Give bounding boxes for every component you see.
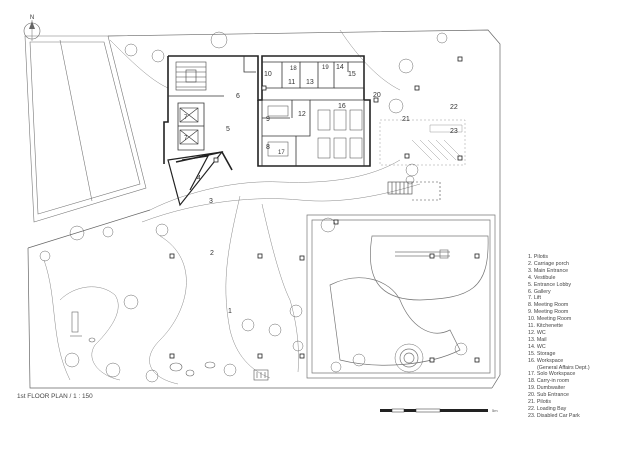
parking-area xyxy=(306,214,496,379)
room-number-11: 11 xyxy=(288,79,295,86)
columns xyxy=(169,56,480,363)
legend-item: 18. Carry-in room xyxy=(528,378,570,385)
interior-stair xyxy=(175,61,207,91)
room-number-9: 9 xyxy=(266,116,270,123)
legend-item: 5. Entrance Lobby xyxy=(528,281,571,288)
loading-bay xyxy=(379,119,466,166)
legend-item: 10. Meeting Room xyxy=(528,316,572,323)
legend-item: 17. Solo Workspace xyxy=(528,371,576,378)
room-number-3: 3 xyxy=(209,198,213,205)
sports-field xyxy=(24,35,147,223)
north-arrow-icon: N xyxy=(23,15,41,41)
legend-item: 4. Vestibule xyxy=(528,274,556,281)
legend-item: 6. Gallery xyxy=(528,288,551,295)
room-number-22: 22 xyxy=(450,104,458,111)
room-number-14: 14 xyxy=(336,64,344,71)
plaque xyxy=(253,369,269,381)
room-number-16: 16 xyxy=(338,103,346,110)
scale-bar: 5m xyxy=(380,408,498,413)
garden-paths xyxy=(43,29,421,385)
legend-item: 13. Mail xyxy=(528,336,547,343)
legend-item: 11. Kitchenette xyxy=(528,323,563,330)
drawing-caption: 1st FLOOR PLAN / 1 : 150 xyxy=(17,393,93,400)
legend-item: 14. WC xyxy=(528,343,546,350)
interior-partitions xyxy=(168,56,365,166)
room-number-2: 2 xyxy=(210,250,214,257)
room-number-23: 23 xyxy=(450,128,458,135)
room-number-15: 15 xyxy=(348,71,356,78)
lift-shafts xyxy=(179,107,199,145)
legend-item: 16. Workspace xyxy=(528,357,564,364)
entrance-vestibule xyxy=(167,151,224,207)
legend-list: 1. Pilotis 2. Carriage porch 3. Main Ent… xyxy=(528,254,632,420)
room-number-5: 5 xyxy=(226,126,230,133)
legend-item: 3. Main Entrance xyxy=(528,267,569,274)
legend-item: 9. Meeting Room xyxy=(528,309,569,316)
room-number-10: 10 xyxy=(264,71,272,78)
exterior-stair xyxy=(387,181,441,201)
legend-item: 21. Pilotis xyxy=(528,399,551,406)
north-label: N xyxy=(30,15,34,21)
legend-item: 19. Dumbwaiter xyxy=(528,385,566,392)
legend-item: 7. Lift xyxy=(528,295,541,302)
scale-label: 5m xyxy=(492,408,498,413)
legend-item: 1. Pilotis xyxy=(528,254,549,260)
legend-item: 2. Carriage porch xyxy=(528,260,569,267)
room-numbers: 1 2 3 4 5 6 7 7 8 9 10 11 12 13 14 15 16… xyxy=(184,64,458,315)
room-number-7a: 7 xyxy=(184,115,188,121)
room-number-20: 20 xyxy=(373,92,381,99)
legend-item: 22. Loading Bay xyxy=(528,405,567,412)
legend-item: 8. Meeting Room xyxy=(528,302,569,309)
legend-item: 15. Storage xyxy=(528,350,556,357)
room-number-19: 19 xyxy=(322,65,329,71)
legend-item: 12. WC xyxy=(528,329,546,336)
site-boundary xyxy=(27,29,501,389)
room-number-6: 6 xyxy=(236,93,240,100)
room-number-7b: 7 xyxy=(184,136,188,142)
room-number-21: 21 xyxy=(402,116,410,123)
legend-item-continuation: (General Affairs Dept.) xyxy=(537,364,590,371)
legend-item: 20. Sub Entrance xyxy=(528,392,569,399)
legend-item: 23. Disabled Car Park xyxy=(528,412,580,419)
room-number-17: 17 xyxy=(278,150,285,156)
trees xyxy=(39,31,468,383)
room-number-4: 4 xyxy=(197,175,201,182)
playground-equipment xyxy=(70,311,216,377)
room-number-12: 12 xyxy=(298,111,306,118)
room-number-8: 8 xyxy=(266,144,270,151)
room-number-18: 18 xyxy=(290,66,297,72)
room-number-1: 1 xyxy=(228,308,232,315)
workspace-desks xyxy=(267,105,363,159)
room-number-13: 13 xyxy=(306,79,314,86)
